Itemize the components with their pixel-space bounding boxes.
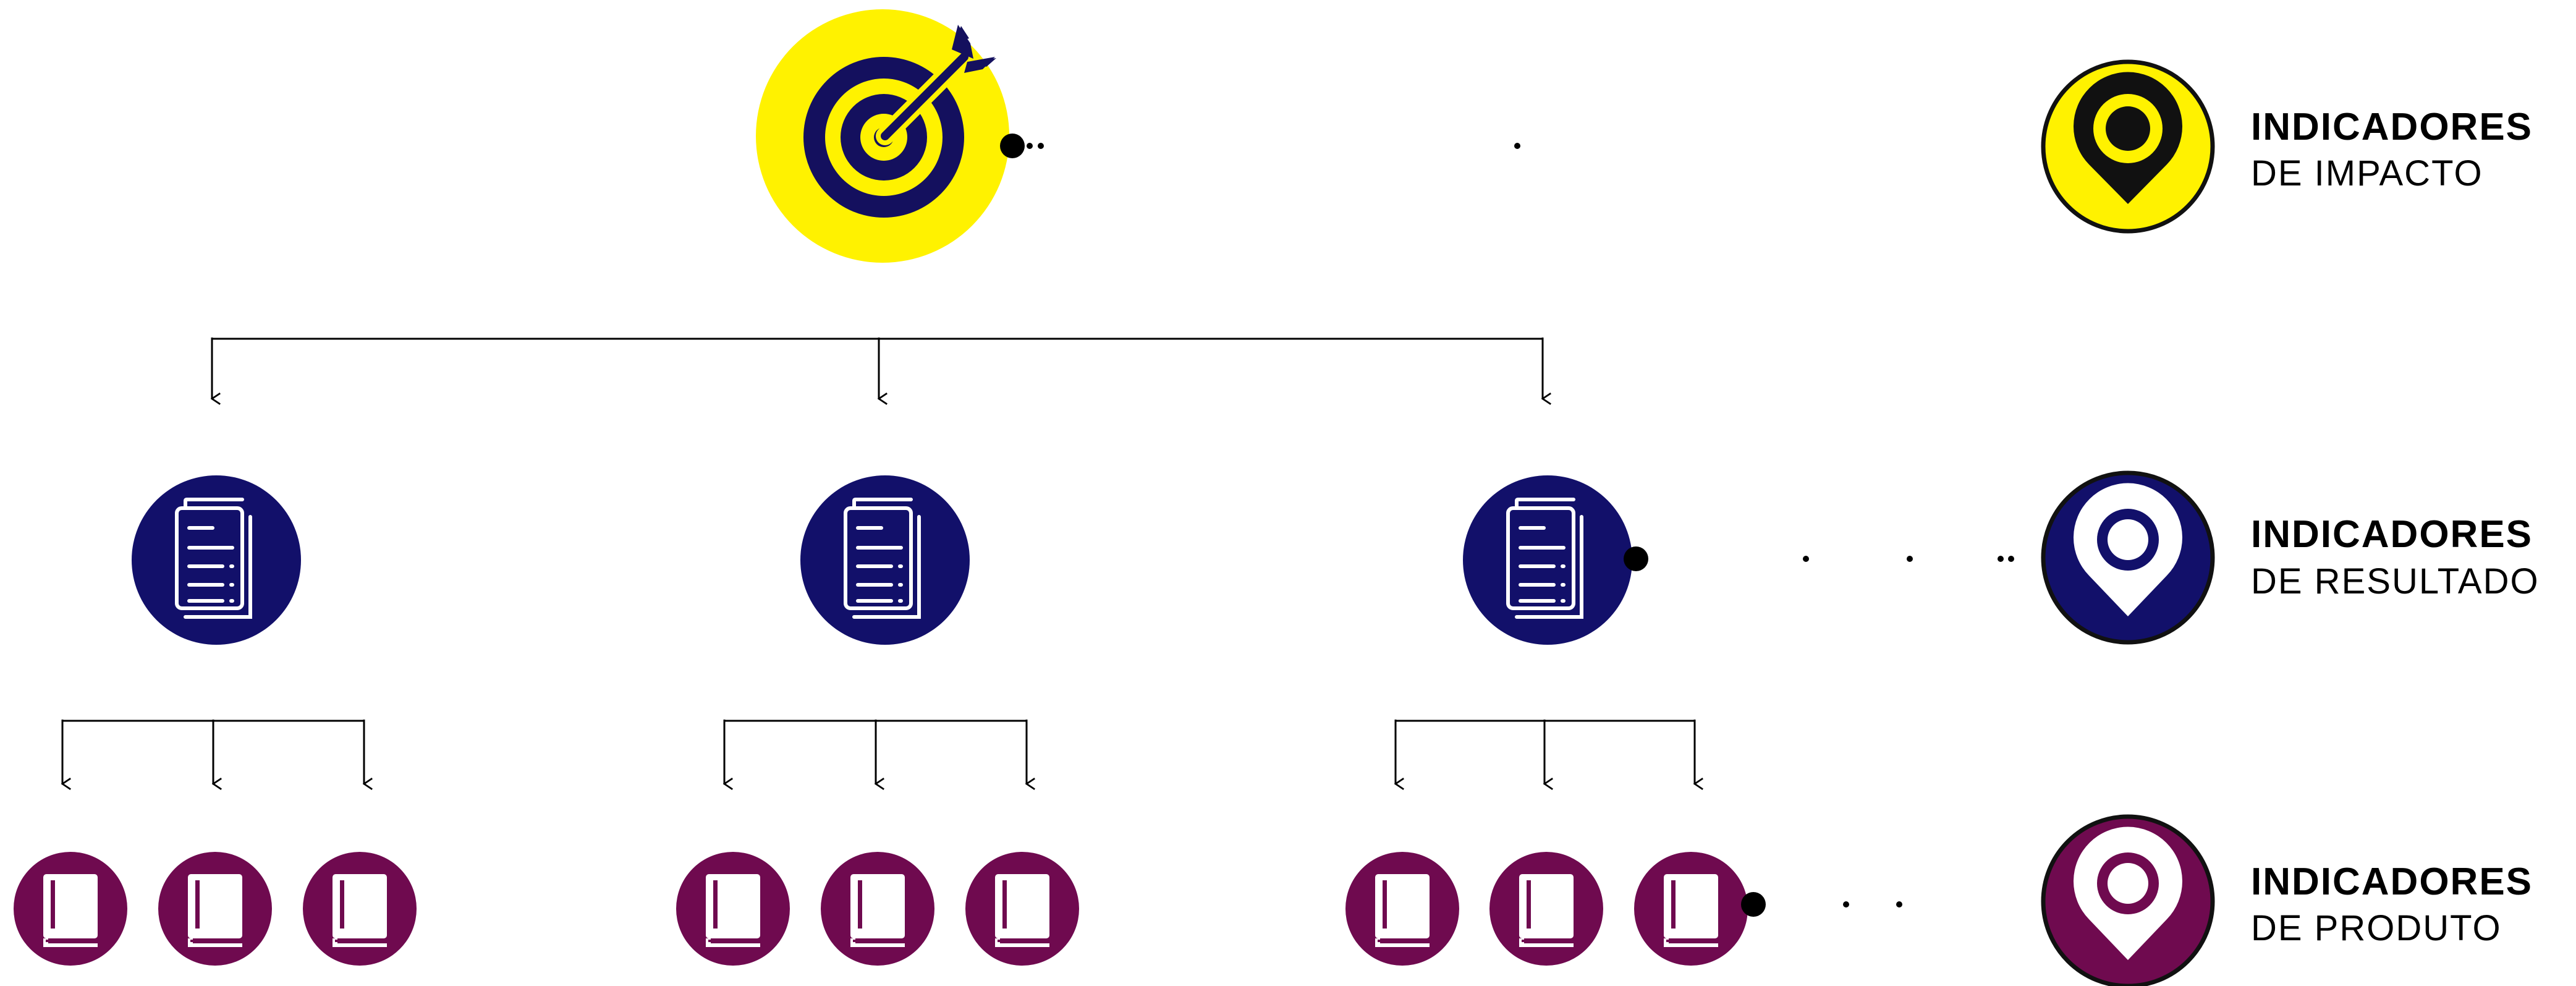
legend-impact-subtitle: DE IMPACTO bbox=[2251, 153, 2483, 193]
result-circle bbox=[800, 475, 970, 645]
result-circle bbox=[1463, 475, 1632, 645]
book-icon bbox=[1519, 874, 1574, 947]
product-node-8 bbox=[1489, 852, 1603, 966]
product-node-5 bbox=[821, 852, 934, 966]
book-icon bbox=[1375, 874, 1430, 947]
map-pin-icon bbox=[2074, 827, 2183, 960]
product-node-6 bbox=[965, 852, 1079, 966]
book-icon bbox=[43, 874, 98, 947]
product-node-9 bbox=[1634, 852, 1748, 966]
legend-item-product: INDICADORES DE PRODUTO bbox=[2041, 814, 2533, 986]
result-node-3 bbox=[1463, 475, 1632, 645]
book-icon bbox=[188, 874, 242, 947]
map-pin-icon bbox=[2074, 483, 2183, 616]
product-nodes bbox=[14, 852, 1748, 966]
book-icon bbox=[850, 874, 905, 947]
legend-result-subtitle: DE RESULTADO bbox=[2251, 561, 2540, 601]
legend-impact-title: INDICADORES bbox=[2251, 106, 2533, 148]
book-icon bbox=[1664, 874, 1718, 947]
result-circle bbox=[132, 475, 301, 645]
legend-item-impact: INDICADORES DE IMPACTO bbox=[2041, 59, 2533, 234]
result-node-1 bbox=[132, 475, 301, 645]
product-dots bbox=[1741, 892, 1902, 917]
product-node-3 bbox=[303, 852, 417, 966]
document-icon bbox=[1506, 498, 1583, 619]
legend-item-result: INDICADORES DE RESULTADO bbox=[2041, 470, 2540, 645]
map-pin-icon bbox=[2074, 72, 2183, 204]
product-node-4 bbox=[676, 852, 790, 966]
top-dots bbox=[1000, 134, 1520, 158]
legend-result-title: INDICADORES bbox=[2251, 513, 2533, 556]
legend-product-title: INDICADORES bbox=[2251, 861, 2533, 903]
impact-node bbox=[756, 9, 1009, 263]
book-icon bbox=[706, 874, 760, 947]
result-node-2 bbox=[800, 475, 970, 645]
product-node-2 bbox=[158, 852, 272, 966]
product-node-1 bbox=[14, 852, 127, 966]
target-icon bbox=[803, 25, 996, 218]
result-connectors bbox=[62, 720, 1695, 784]
book-icon bbox=[995, 874, 1049, 947]
book-icon bbox=[333, 874, 387, 947]
product-node-7 bbox=[1345, 852, 1459, 966]
impact-connectors bbox=[212, 338, 1543, 399]
result-dots bbox=[1624, 546, 2014, 571]
document-icon bbox=[175, 498, 252, 619]
legend: INDICADORES DE IMPACTO INDICADORES DE RE… bbox=[2041, 59, 2540, 986]
document-icon bbox=[844, 498, 921, 619]
legend-product-subtitle: DE PRODUTO bbox=[2251, 908, 2502, 948]
